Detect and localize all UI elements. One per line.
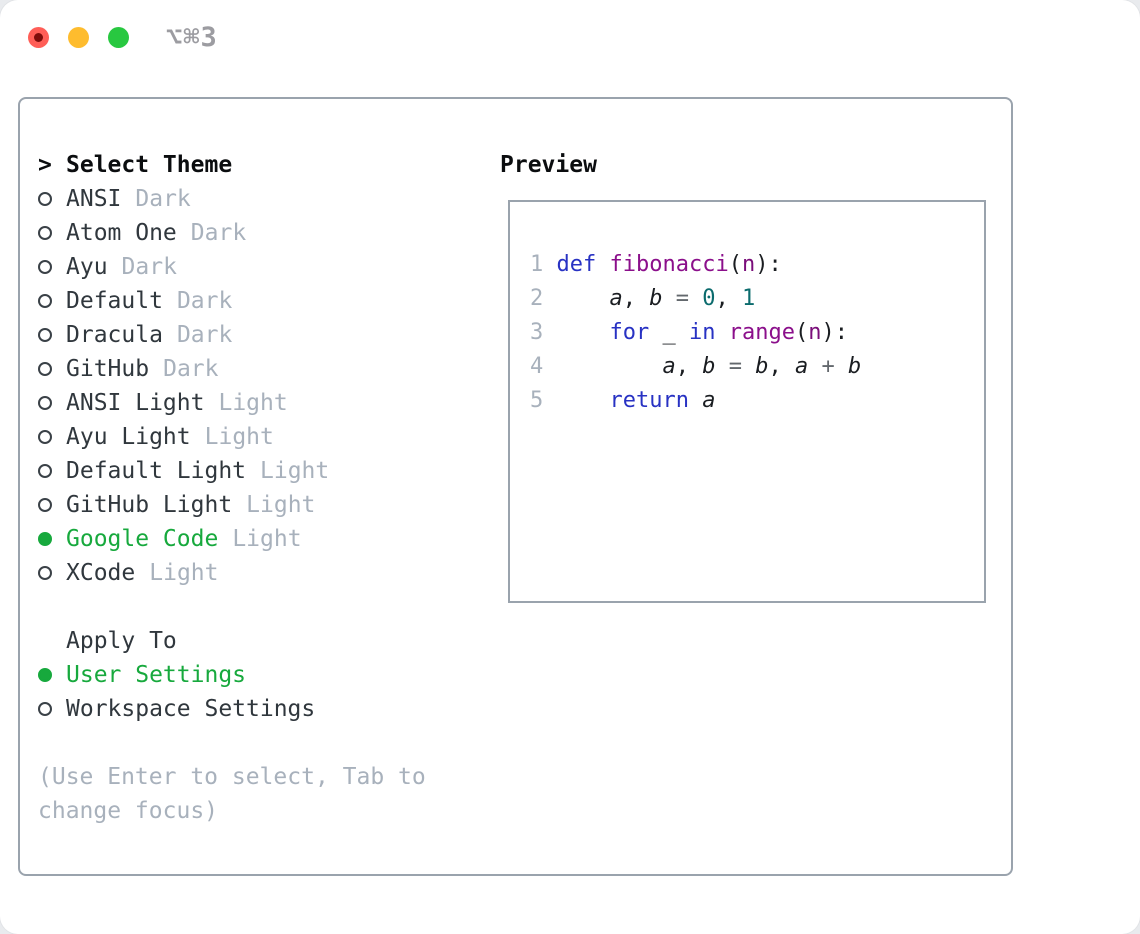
line-number: 1 xyxy=(530,252,544,277)
radio-circle-icon xyxy=(38,260,66,274)
variant-tag: Dark xyxy=(121,254,177,280)
theme-option-label: GitHub xyxy=(66,356,150,382)
radio-circle-icon xyxy=(38,430,66,444)
select-theme-title: Select Theme xyxy=(66,152,233,178)
theme-option-label: Atom One xyxy=(66,220,177,246)
theme-option-label: Ayu xyxy=(66,254,108,280)
variant-tag: Light xyxy=(149,560,219,586)
zoom-button-icon[interactable] xyxy=(108,27,129,48)
window-traffic-lights xyxy=(28,27,129,48)
line-number: 2 xyxy=(530,286,544,311)
radio-circle-icon xyxy=(38,192,66,206)
select-theme-header-row: > Select Theme xyxy=(38,148,426,182)
option-github[interactable]: GitHub Dark xyxy=(38,352,426,386)
selection-chevron-icon: > xyxy=(38,152,52,178)
variant-tag: Dark xyxy=(163,356,219,382)
selected-radio-icon xyxy=(38,532,66,546)
variant-tag: Light xyxy=(204,424,274,450)
line-number: 3 xyxy=(530,320,544,345)
theme-option-label: Google Code xyxy=(66,526,219,552)
code-line: 3 for _ in range(n): xyxy=(530,320,848,345)
option-default[interactable]: Default Dark xyxy=(38,284,426,318)
radio-circle-icon xyxy=(38,464,66,478)
theme-option-label: Dracula xyxy=(66,322,163,348)
code-line: 5 return a xyxy=(530,388,716,413)
close-dot-icon xyxy=(34,33,43,42)
radio-circle-icon xyxy=(38,566,66,580)
option-ansi[interactable]: ANSI Dark xyxy=(38,182,426,216)
radio-circle-icon xyxy=(38,362,66,376)
radio-circle-icon xyxy=(38,396,66,410)
help-text: (Use Enter to select, Tab to change focus… xyxy=(38,760,426,828)
variant-tag: Dark xyxy=(176,322,233,348)
radio-circle-icon xyxy=(38,294,66,308)
option-workspace-settings[interactable]: Workspace Settings xyxy=(38,692,426,726)
radio-circle-icon xyxy=(38,702,66,716)
preview-title: Preview xyxy=(500,152,597,178)
code-sample: 1 def fibonacci(n): 2 a, b = 0, 1 3 for _ … xyxy=(530,248,984,418)
radio-circle-icon xyxy=(38,328,66,342)
code-preview: 1 def fibonacci(n): 2 a, b = 0, 1 3 for _ … xyxy=(510,202,984,418)
variant-tag: Dark xyxy=(135,186,191,212)
option-atom-one[interactable]: Atom One Dark xyxy=(38,216,426,250)
variant-tag: Light xyxy=(260,458,330,484)
option-xcode[interactable]: XCode Light xyxy=(38,556,426,590)
theme-option-label: GitHub Light xyxy=(66,492,233,518)
theme-option-label: Default Light xyxy=(66,458,247,484)
radio-circle-icon xyxy=(38,498,66,512)
radio-circle-icon xyxy=(38,226,66,240)
variant-tag: Dark xyxy=(176,288,233,314)
close-button-icon[interactable] xyxy=(28,27,49,48)
preview-pane: 1 def fibonacci(n): 2 a, b = 0, 1 3 for _ … xyxy=(508,200,986,603)
option-ansi-light[interactable]: ANSI Light Light xyxy=(38,386,426,420)
option-ayu[interactable]: Ayu Dark xyxy=(38,250,426,284)
apply-option-label: User Settings xyxy=(66,662,247,688)
option-ayu-light[interactable]: Ayu Light Light xyxy=(38,420,426,454)
line-number: 4 xyxy=(530,354,544,379)
theme-option-label: ANSI xyxy=(66,186,122,212)
theme-option-label: XCode xyxy=(66,560,136,586)
help-text-line: change focus) xyxy=(38,798,219,824)
minimize-button-icon[interactable] xyxy=(68,27,89,48)
code-line: 1 def fibonacci(n): xyxy=(530,252,782,277)
option-google-code[interactable]: Google Code Light xyxy=(38,522,426,556)
option-user-settings[interactable]: User Settings xyxy=(38,658,426,692)
option-default-light[interactable]: Default Light Light xyxy=(38,454,426,488)
help-text-line: (Use Enter to select, Tab to xyxy=(38,764,426,790)
option-github-light[interactable]: GitHub Light Light xyxy=(38,488,426,522)
apply-to-title: Apply To xyxy=(66,628,177,654)
code-line: 4 a, b = b, a + b xyxy=(530,354,862,379)
option-dracula[interactable]: Dracula Dark xyxy=(38,318,426,352)
variant-tag: Light xyxy=(246,492,316,518)
line-number: 5 xyxy=(530,388,544,413)
window-title: ⌥⌘3 xyxy=(166,22,218,53)
theme-option-label: ANSI Light xyxy=(66,390,205,416)
apply-option-label: Workspace Settings xyxy=(66,696,316,722)
theme-option-label: Ayu Light xyxy=(66,424,191,450)
variant-tag: Light xyxy=(232,526,302,552)
apply-to-header-row: Apply To xyxy=(38,624,426,658)
preview-header-row: Preview xyxy=(500,148,597,182)
variant-tag: Light xyxy=(218,390,288,416)
theme-option-label: Default xyxy=(66,288,163,314)
variant-tag: Dark xyxy=(190,220,247,246)
selected-radio-icon xyxy=(38,668,66,682)
code-line: 2 a, b = 0, 1 xyxy=(530,286,756,311)
